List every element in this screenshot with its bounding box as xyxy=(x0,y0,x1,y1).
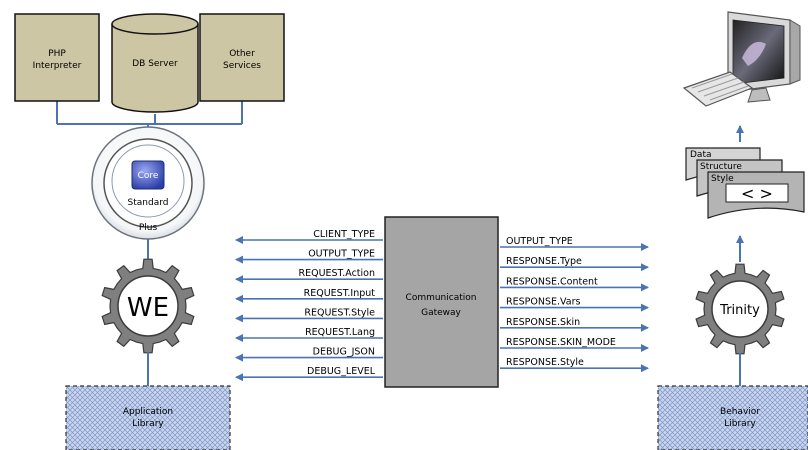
behavior-library-line1: Behavior xyxy=(720,407,760,417)
response-signal-label: OUTPUT_TYPE xyxy=(506,236,573,247)
response-signal-label: RESPONSE.Type xyxy=(506,256,582,267)
behavior-library-line2: Library xyxy=(724,419,756,429)
document-stack: Data Structure Style < > xyxy=(686,148,804,218)
computer-icon xyxy=(684,12,800,106)
we-label: WE xyxy=(127,293,169,323)
request-signal-label: REQUEST.Action xyxy=(298,268,375,279)
application-library: Application Library xyxy=(66,386,230,450)
request-signals: CLIENT_TYPE OUTPUT_TYPE REQUEST.ActionREQU… xyxy=(236,229,383,377)
core-label: Core xyxy=(138,171,159,181)
other-services-box: Other Services xyxy=(200,14,284,101)
gateway-line1: Communication xyxy=(406,293,477,303)
other-services-label-line2: Services xyxy=(223,61,261,71)
doc-layer-structure: Structure xyxy=(700,162,742,172)
we-gear: WE xyxy=(102,259,194,353)
core-standard-plus-rings: Core Standard Plus xyxy=(92,127,204,239)
gateway-line2: Gateway xyxy=(421,308,461,318)
communication-gateway: Communication Gateway xyxy=(385,217,498,387)
request-signal-label: REQUEST.Lang xyxy=(305,327,375,338)
response-signal-label: RESPONSE.Style xyxy=(506,357,584,368)
trinity-label: Trinity xyxy=(719,303,760,318)
app-library-line1: Application xyxy=(123,407,173,417)
response-signals: OUTPUT_TYPE RESPONSE.TypeRESPONSE.Content… xyxy=(500,236,648,368)
request-signal-label: OUTPUT_TYPE xyxy=(308,249,375,260)
response-signal-label: RESPONSE.Vars xyxy=(506,297,580,308)
response-signal-label: RESPONSE.SKIN_MODE xyxy=(506,337,616,348)
other-services-label-line1: Other xyxy=(229,49,255,59)
response-signal-label: RESPONSE.Content xyxy=(506,276,598,287)
doc-symbol: < > xyxy=(741,184,773,203)
php-label-line2: Interpreter xyxy=(33,61,82,71)
db-server-cylinder: DB Server xyxy=(112,14,198,112)
request-signal-label: DEBUG_JSON xyxy=(313,347,375,358)
trinity-gear: Trinity xyxy=(696,264,784,354)
app-library-line2: Library xyxy=(132,419,164,429)
request-signal-label: REQUEST.Input xyxy=(304,288,376,299)
behavior-library: Behavior Library xyxy=(658,386,808,450)
response-signal-label: RESPONSE.Skin xyxy=(506,317,580,328)
request-signal-label: REQUEST.Style xyxy=(304,307,375,318)
php-label-line1: PHP xyxy=(48,49,66,59)
request-signal-label: CLIENT_TYPE xyxy=(313,229,375,240)
php-interpreter-box: PHP Interpreter xyxy=(15,14,99,101)
plus-label: Plus xyxy=(139,223,158,233)
doc-layer-style: Style xyxy=(711,174,734,184)
request-signal-label: DEBUG_LEVEL xyxy=(307,366,376,377)
db-server-label: DB Server xyxy=(132,59,178,69)
standard-label: Standard xyxy=(128,198,169,208)
doc-layer-data: Data xyxy=(690,150,712,160)
